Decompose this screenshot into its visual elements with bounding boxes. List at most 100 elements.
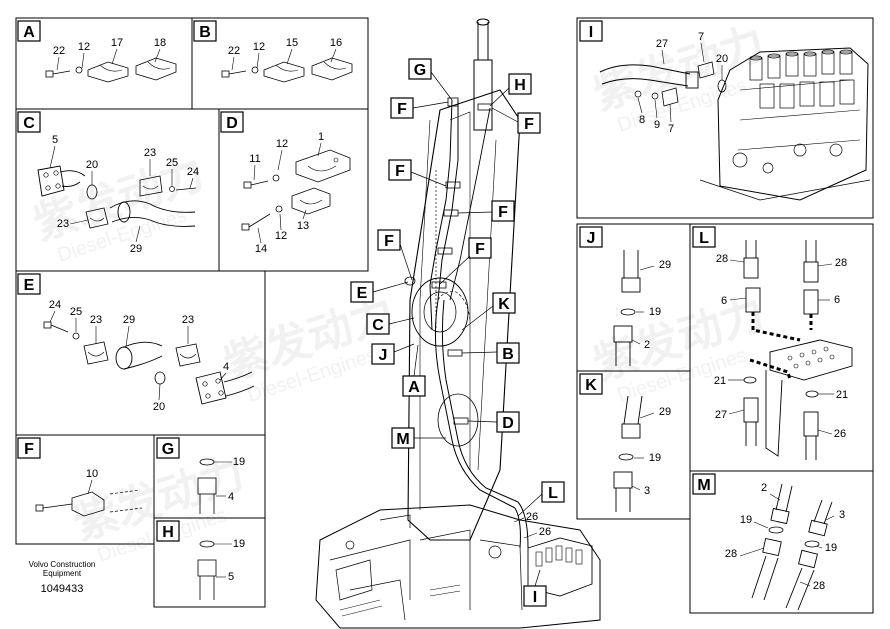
callout-f-5: F [384, 233, 394, 250]
callout-a: A [408, 379, 420, 396]
panel-l-letter: L [699, 230, 709, 247]
panel-i-part-7b: 7 [668, 123, 674, 135]
callout-f-2: F [524, 116, 534, 133]
callout-f-1: F [397, 101, 407, 118]
brand-line-2: Equipment [43, 569, 82, 578]
panel-j-part-29: 29 [659, 259, 671, 271]
panel-c-part-24: 24 [187, 166, 199, 178]
callout-m: M [396, 431, 409, 448]
main-callouts: G H F F F F F F E C [350, 58, 565, 607]
panel-c-part-5: 5 [52, 134, 58, 146]
panel-e-part-4: 4 [223, 361, 229, 373]
callout-c: C [372, 317, 384, 334]
panel-f-part-10: 10 [86, 468, 98, 480]
panel-m-part-28b: 28 [813, 580, 825, 592]
panel-d-part-12b: 12 [275, 230, 287, 242]
doc-number: 1049433 [41, 583, 84, 595]
panel-l: L 28 28 6 6 21 21 27 26 [689, 223, 874, 472]
panel-e-part-29: 29 [123, 314, 135, 326]
panel-c-letter: C [23, 115, 35, 132]
callout-e: E [357, 285, 368, 302]
panel-a-part-12: 12 [78, 41, 90, 53]
panel-a: A 22 12 17 18 [15, 17, 193, 110]
panel-b-part-15: 15 [286, 37, 298, 49]
panel-m-letter: M [697, 477, 710, 494]
panel-d-part-14: 14 [255, 243, 267, 255]
panel-l-part-6a: 6 [721, 295, 727, 307]
panel-b-part-12: 12 [253, 41, 265, 53]
panel-k-part-3: 3 [644, 485, 650, 497]
panel-i-part-20: 20 [716, 53, 728, 65]
panel-a-part-18: 18 [154, 37, 166, 49]
panel-e-part-24: 24 [49, 299, 61, 311]
callout-f-6: F [475, 241, 485, 258]
panel-j: J 29 19 2 [576, 223, 691, 372]
machine-drawing [315, 18, 601, 629]
panel-l-part-6b: 6 [834, 294, 840, 306]
panel-d-part-13: 13 [297, 220, 309, 232]
panel-c-part-23b: 23 [57, 218, 69, 230]
panel-m-part-19b: 19 [825, 542, 837, 554]
main-part-26b: 26 [539, 526, 551, 538]
panel-m: M 2 3 19 19 28 28 [689, 470, 874, 614]
panel-j-part-2: 2 [644, 339, 650, 351]
panel-f: F 10 [15, 434, 155, 545]
panel-h-part-5: 5 [228, 571, 234, 583]
panel-h-letter: H [162, 524, 174, 541]
panel-e-part-23b: 23 [182, 314, 194, 326]
callout-h: H [514, 77, 526, 94]
callout-f-4: F [498, 204, 508, 221]
panel-a-part-17: 17 [111, 37, 123, 49]
panel-j-part-19: 19 [649, 306, 661, 318]
panel-e-part-20: 20 [153, 401, 165, 413]
panel-c-part-20: 20 [86, 159, 98, 171]
callout-j: J [379, 347, 388, 364]
panel-d-part-11: 11 [249, 153, 260, 165]
panel-b-part-22: 22 [228, 45, 240, 57]
panel-i-part-7a: 7 [698, 31, 704, 43]
panel-b-letter: B [199, 24, 211, 41]
panel-k-part-19: 19 [649, 452, 661, 464]
callout-d: D [502, 415, 514, 432]
panel-m-part-28a: 28 [725, 548, 737, 560]
panel-l-part-28a: 28 [716, 253, 728, 265]
panel-e-letter: E [24, 277, 35, 294]
panel-l-part-28b: 28 [835, 257, 847, 269]
callout-i: I [533, 589, 537, 606]
panel-i-part-8: 8 [639, 114, 645, 126]
panel-i-letter: I [589, 24, 593, 41]
footer: Volvo Construction Equipment 1049433 [29, 560, 96, 595]
panel-e-part-23a: 23 [90, 314, 102, 326]
panel-d-part-12a: 12 [276, 138, 288, 150]
panel-k-letter: K [585, 377, 597, 394]
panel-e-part-25: 25 [70, 306, 82, 318]
panel-d-part-1: 1 [318, 131, 324, 143]
panel-k-part-29: 29 [659, 406, 671, 418]
callout-g: G [414, 62, 426, 79]
panel-b-part-16: 16 [330, 37, 342, 49]
callout-k: K [498, 296, 510, 313]
panel-m-part-2: 2 [761, 482, 767, 494]
panel-c-part-23a: 23 [144, 147, 156, 159]
panel-g-part-19: 19 [233, 456, 245, 468]
panel-i: I 27 7 20 8 9 7 [576, 17, 874, 219]
panel-l-part-21a: 21 [714, 375, 726, 387]
panel-h: H 19 5 [153, 517, 266, 608]
panel-m-part-19a: 19 [740, 514, 752, 526]
callout-f-3: F [395, 163, 405, 180]
callout-l: L [548, 485, 558, 502]
panel-d: D 12 1 11 13 12 14 [218, 108, 369, 272]
panel-m-part-3: 3 [839, 509, 845, 521]
panel-c-part-29: 29 [130, 243, 142, 255]
panel-l-part-27: 27 [715, 409, 727, 421]
panel-b: B 22 12 15 16 [191, 17, 369, 110]
callout-b: B [502, 346, 514, 363]
panel-g-part-4: 4 [228, 491, 234, 503]
panel-a-part-22: 22 [53, 45, 65, 57]
panel-d-letter: D [226, 115, 238, 132]
panel-i-part-27: 27 [656, 38, 668, 50]
panel-c-part-25: 25 [166, 157, 178, 169]
panel-j-letter: J [587, 230, 596, 247]
panel-l-part-26: 26 [834, 428, 846, 440]
